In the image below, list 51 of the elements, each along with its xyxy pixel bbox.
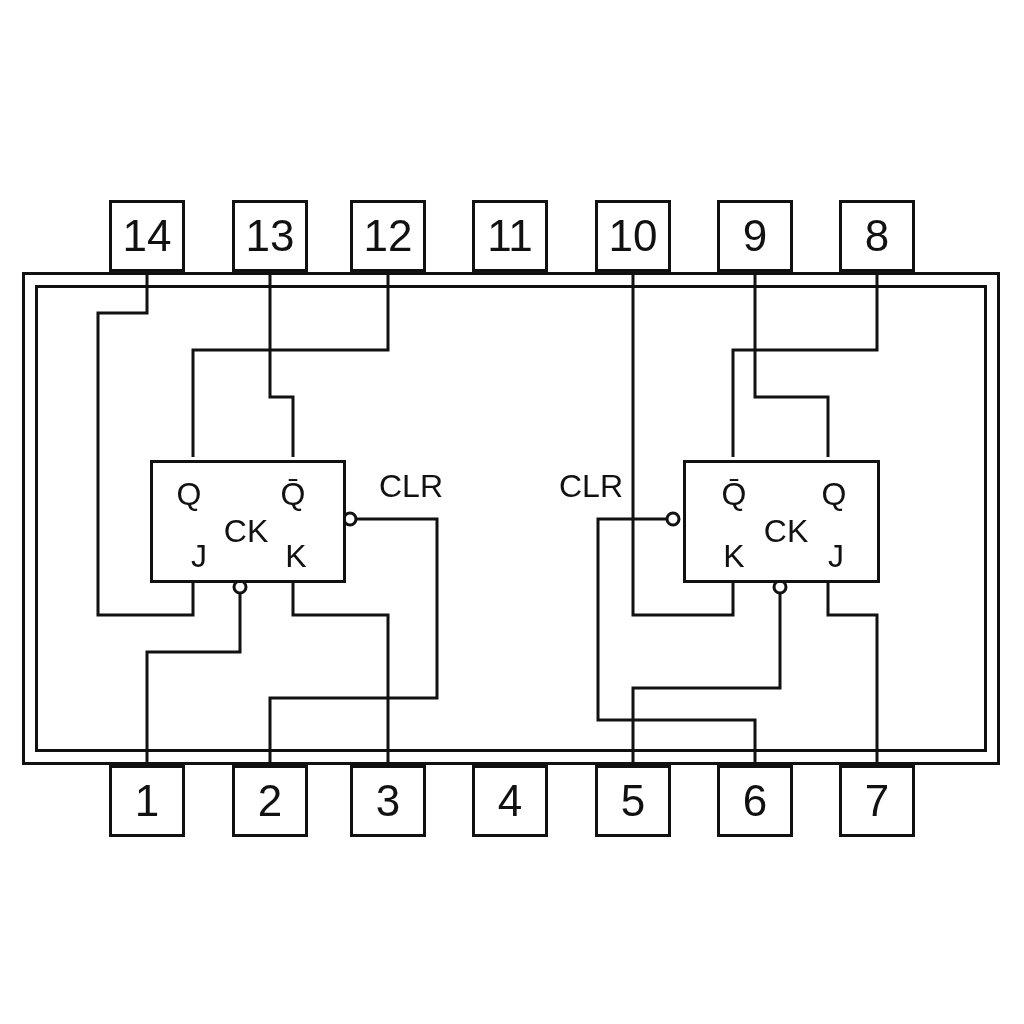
input-label: J — [191, 540, 207, 572]
wire — [731, 272, 879, 457]
wire — [826, 580, 879, 765]
pin — [232, 200, 308, 272]
pin-number: 4 — [497, 779, 523, 823]
input-label: CK — [763, 515, 809, 547]
input-label: Q — [821, 478, 847, 510]
input-label: K — [285, 540, 307, 572]
pin — [472, 765, 548, 837]
pin-number: 13 — [245, 214, 295, 258]
wire — [268, 272, 295, 457]
wire — [191, 272, 390, 457]
pin-number: 12 — [363, 214, 413, 258]
input-label: Q̄ — [280, 478, 306, 510]
wire — [291, 580, 390, 765]
pin — [232, 765, 308, 837]
pin-number: 2 — [257, 779, 283, 823]
pin — [472, 200, 548, 272]
input-label: Q̄ — [721, 478, 747, 510]
pin-number: 7 — [864, 779, 890, 823]
pin — [595, 765, 671, 837]
input-label: K — [723, 540, 745, 572]
wire — [631, 272, 735, 617]
pin — [350, 765, 426, 837]
signal-label: CLR — [559, 470, 623, 502]
pin — [717, 200, 793, 272]
pin-number: 10 — [608, 214, 658, 258]
pin — [109, 200, 185, 272]
chip-body — [22, 272, 1000, 765]
pin — [839, 200, 915, 272]
wire — [753, 272, 830, 457]
pin-number: 14 — [122, 214, 172, 258]
signal-label: CLR — [379, 470, 443, 502]
wire — [96, 272, 195, 617]
pin-number: 1 — [134, 779, 160, 823]
pin-number: 5 — [620, 779, 646, 823]
pin — [839, 765, 915, 837]
pin — [717, 765, 793, 837]
pin — [109, 765, 185, 837]
pin-number: 9 — [742, 214, 768, 258]
pin-number: 6 — [742, 779, 768, 823]
pin — [350, 200, 426, 272]
input-label: CK — [223, 515, 269, 547]
input-label: Q — [176, 478, 202, 510]
pin-number: 3 — [375, 779, 401, 823]
pin-number: 11 — [487, 214, 533, 258]
wire — [268, 511, 439, 765]
pin — [595, 200, 671, 272]
input-label: J — [828, 540, 844, 572]
wire — [596, 511, 757, 765]
pin-number: 8 — [864, 214, 890, 258]
